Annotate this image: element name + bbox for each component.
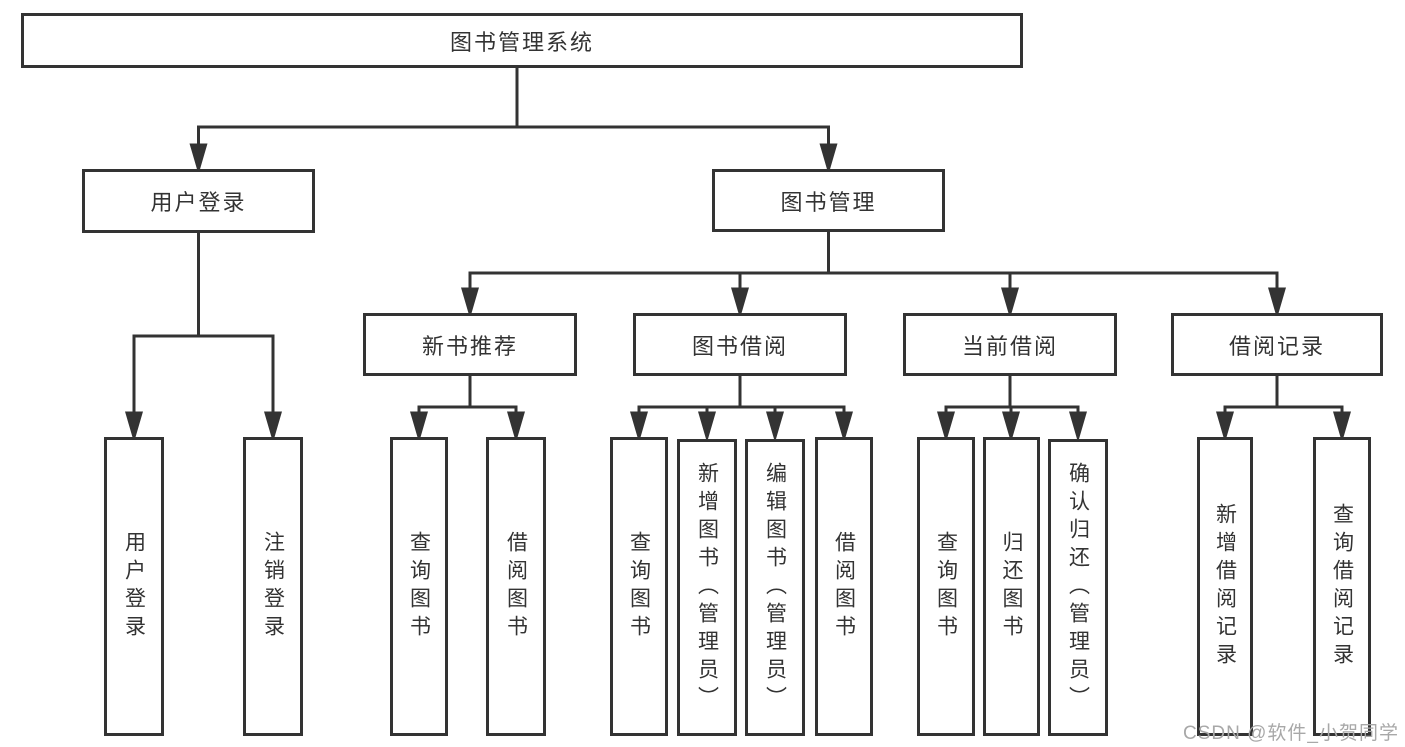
connector-user-login-to-leaves (125, 233, 282, 443)
leaf-query-borrowing-record: 查询借阅记录 (1313, 437, 1371, 736)
leaf-label: 编辑图书（管理员） (763, 461, 787, 714)
node-book-management: 图书管理 (712, 169, 945, 232)
leaf-borrow-books: 借阅图书 (815, 437, 873, 736)
node-borrowing-records: 借阅记录 (1171, 313, 1383, 376)
leaf-label: 确认归还（管理员） (1066, 461, 1090, 714)
leaf-label: 注销登录 (261, 530, 285, 643)
leaf-return-books: 归还图书 (983, 437, 1040, 736)
leaf-label: 借阅图书 (832, 530, 856, 643)
leaf-label: 查询图书 (934, 530, 958, 643)
node-user-login: 用户登录 (82, 169, 315, 233)
leaf-borrow-books: 借阅图书 (486, 437, 546, 736)
leaf-label: 借阅图书 (504, 530, 528, 643)
connector-new-book-recommendation-to-leaves (410, 376, 525, 443)
leaf-label: 查询图书 (407, 530, 431, 643)
leaf-query-books: 查询图书 (917, 437, 975, 736)
node-new-book-recommendation: 新书推荐 (363, 313, 577, 376)
node-label: 图书管理 (780, 189, 877, 215)
node-label: 图书借阅 (691, 333, 788, 359)
leaf-label: 查询图书 (627, 530, 651, 643)
leaf-logout: 注销登录 (243, 437, 303, 736)
leaf-add-borrowing-record: 新增借阅记录 (1197, 437, 1253, 736)
connector-current-borrowing-to-leaves (937, 376, 1087, 443)
node-label: 借阅记录 (1228, 333, 1325, 359)
node-current-borrowing: 当前借阅 (903, 313, 1117, 376)
leaf-edit-books-admin: 编辑图书（管理员） (745, 439, 805, 736)
connector-book-management-to-sections (461, 232, 1286, 319)
node-label: 当前借阅 (961, 333, 1058, 359)
node-library-management-system: 图书管理系统 (21, 13, 1023, 68)
leaf-user-login: 用户登录 (104, 437, 164, 736)
leaf-label: 新增图书（管理员） (695, 461, 719, 714)
leaf-label: 归还图书 (1000, 530, 1023, 643)
node-label: 图书管理系统 (449, 29, 594, 55)
leaf-label: 新增借阅记录 (1213, 502, 1237, 671)
leaf-add-books-admin: 新增图书（管理员） (677, 439, 737, 736)
connector-borrowing-records-to-leaves (1216, 376, 1351, 443)
connector-book-borrowing-to-leaves (630, 376, 853, 443)
node-label: 用户登录 (150, 190, 247, 215)
leaf-query-books: 查询图书 (390, 437, 448, 736)
leaf-label: 查询借阅记录 (1330, 502, 1354, 671)
node-label: 新书推荐 (421, 333, 518, 359)
node-book-borrowing: 图书借阅 (633, 313, 847, 376)
leaf-confirm-return-admin: 确认归还（管理员） (1048, 439, 1108, 736)
connector-root-to-branches (189, 68, 838, 175)
leaf-label: 用户登录 (122, 530, 146, 643)
leaf-query-books: 查询图书 (610, 437, 668, 736)
watermark: CSDN @软件_小贺同学 (1183, 723, 1399, 744)
